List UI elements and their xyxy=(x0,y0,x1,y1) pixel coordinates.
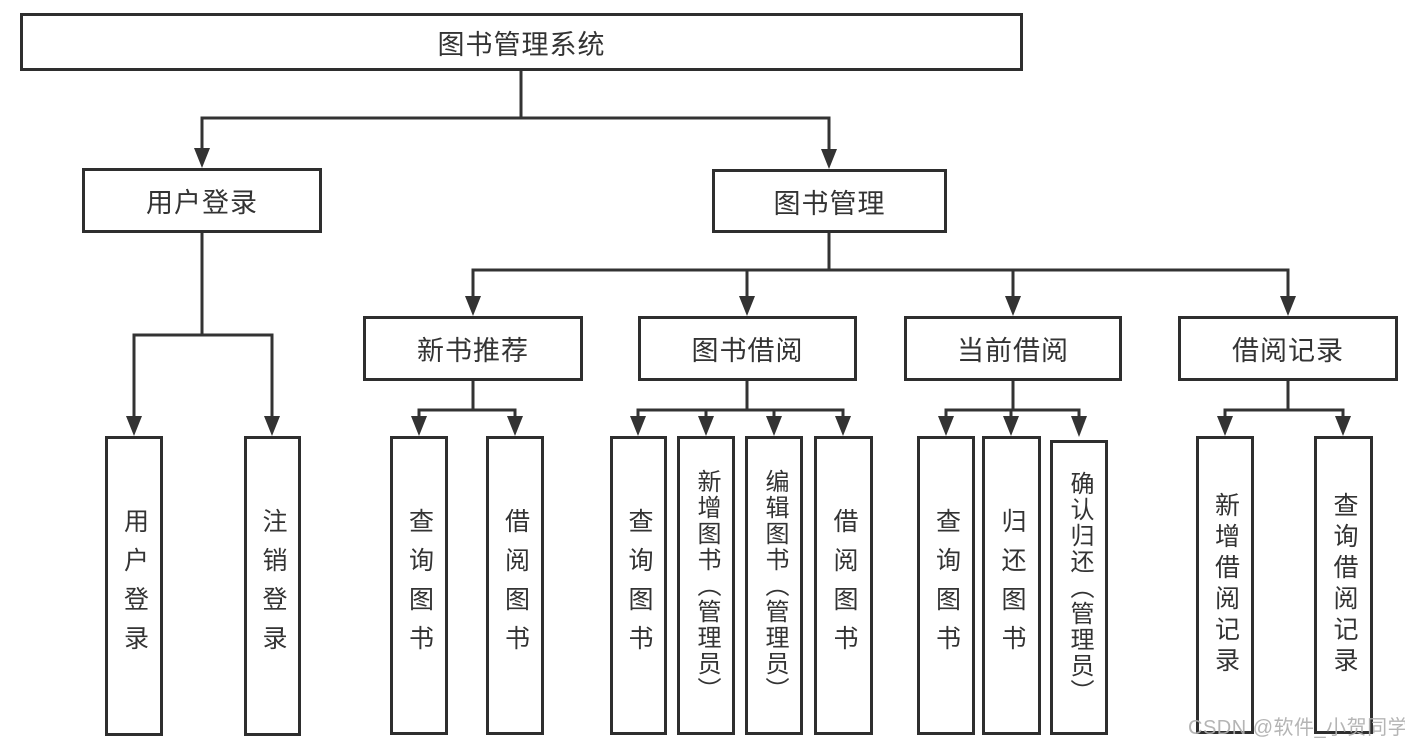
node-label: 用户登录 xyxy=(120,508,149,664)
csdn-watermark: CSDN @软件_小贺同学 xyxy=(1188,717,1405,739)
node-label: 图书管理系统 xyxy=(437,29,606,60)
leaf-edit-book-admin: 编辑图书（管理员） xyxy=(745,436,803,735)
leaf-borrow-books-2: 借阅图书 xyxy=(814,436,873,735)
node-label: 图书借阅 xyxy=(691,336,804,366)
node-book-borrowing: 图书借阅 xyxy=(638,316,857,381)
connector-newbook-branch xyxy=(417,379,517,420)
node-label: 借阅图书 xyxy=(830,507,858,664)
connector-bookmgmt-branch xyxy=(471,231,1290,300)
node-label: 当前借阅 xyxy=(957,336,1069,366)
node-book-management: 图书管理 xyxy=(712,169,947,233)
leaf-query-books-3: 查询图书 xyxy=(917,436,975,735)
node-label: 用户登录 xyxy=(146,188,258,218)
node-label: 确认归还（管理员） xyxy=(1066,470,1093,705)
node-label: 新增图书（管理员） xyxy=(693,468,720,703)
leaf-query-books-2: 查询图书 xyxy=(610,436,667,735)
node-label: 借阅图书 xyxy=(501,507,530,664)
connector-bookborrow-branch xyxy=(636,379,845,420)
leaf-logout: 注销登录 xyxy=(244,436,301,736)
leaf-user-login: 用户登录 xyxy=(105,436,163,736)
leaf-return-book: 归还图书 xyxy=(982,436,1041,735)
node-label: 查询图书 xyxy=(932,507,961,664)
node-library-management-system: 图书管理系统 xyxy=(20,13,1023,71)
connector-userlogin-branch xyxy=(132,231,274,420)
leaf-borrow-books-1: 借阅图书 xyxy=(486,436,544,735)
node-label: 编辑图书（管理员） xyxy=(761,468,788,703)
node-label: 新书推荐 xyxy=(417,336,529,366)
leaf-add-borrow-record: 新增借阅记录 xyxy=(1196,436,1254,734)
node-label: 查询图书 xyxy=(405,507,434,664)
node-new-book-recommendation: 新书推荐 xyxy=(363,316,583,381)
arrowheads xyxy=(126,148,1351,437)
node-borrowing-records: 借阅记录 xyxy=(1178,316,1398,381)
node-user-login: 用户登录 xyxy=(82,168,322,233)
leaf-query-borrow-record: 查询借阅记录 xyxy=(1314,436,1373,734)
node-label: 归还图书 xyxy=(998,507,1026,664)
connector-borrowrecords-branch xyxy=(1223,379,1345,420)
leaf-query-books-1: 查询图书 xyxy=(390,436,448,735)
node-current-borrowing: 当前借阅 xyxy=(904,316,1122,381)
node-label: 新增借阅记录 xyxy=(1211,492,1240,678)
node-label: 查询借阅记录 xyxy=(1330,492,1358,678)
node-label: 借阅记录 xyxy=(1232,336,1344,366)
leaf-add-book-admin: 新增图书（管理员） xyxy=(677,436,735,735)
connector-root-to-level2 xyxy=(200,69,831,153)
node-label: 图书管理 xyxy=(773,188,886,219)
node-label: 查询图书 xyxy=(625,507,653,664)
connector-currentborrow-branch xyxy=(944,379,1081,420)
node-label: 注销登录 xyxy=(259,508,287,664)
leaf-confirm-return-admin: 确认归还（管理员） xyxy=(1050,440,1108,735)
